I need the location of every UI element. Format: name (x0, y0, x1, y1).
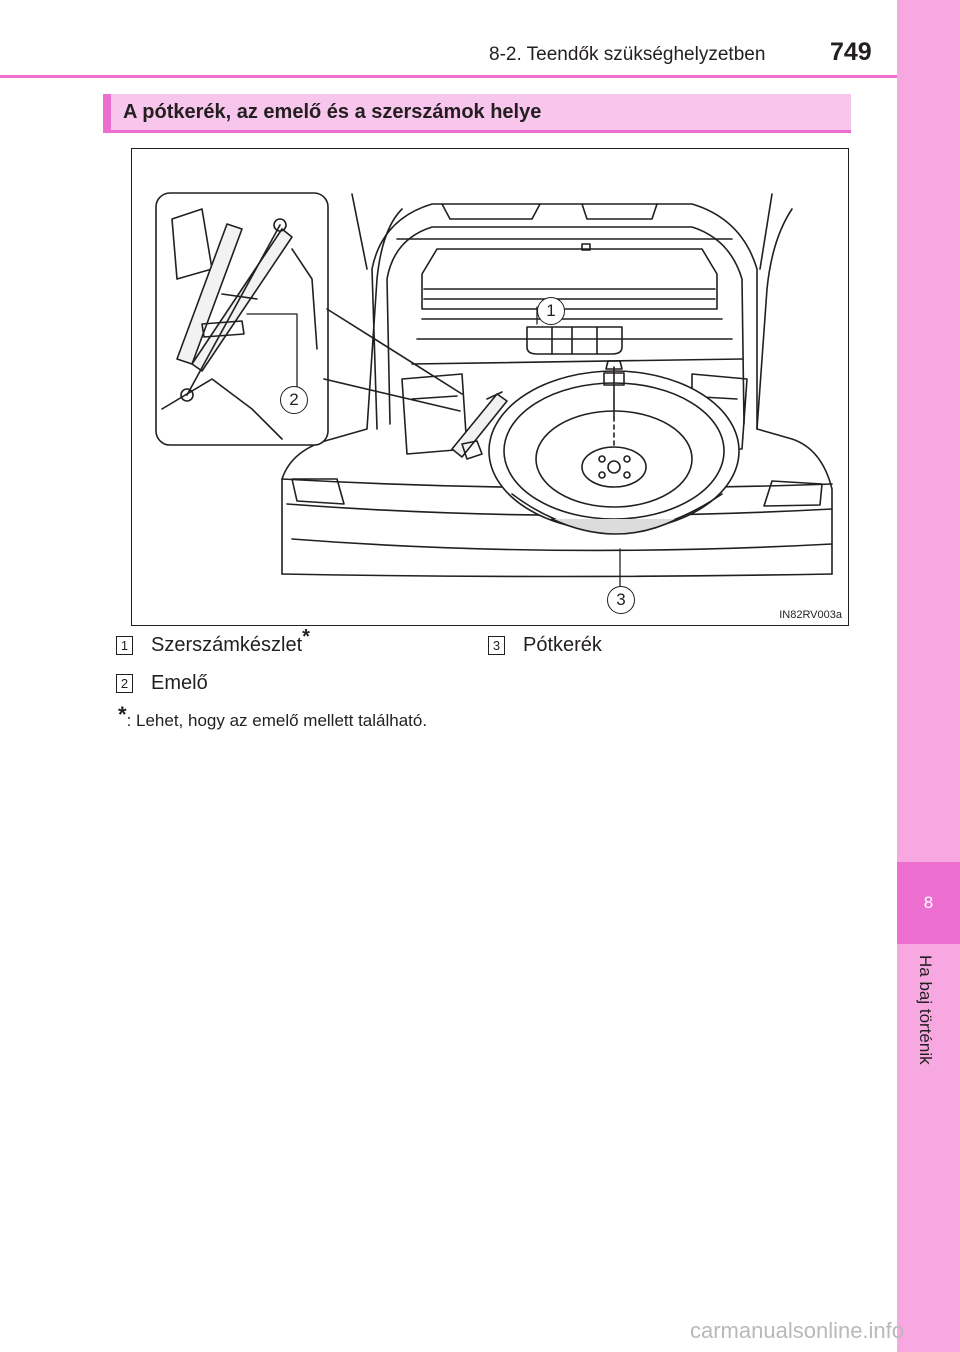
callout-1: 1 (537, 297, 565, 325)
legend-number-box: 3 (488, 636, 505, 655)
legend-item-1: 1 Szerszámkészlet * (116, 626, 310, 657)
figure-code: IN82RV003a (779, 609, 842, 621)
header-divider (0, 75, 897, 78)
section-accent (103, 94, 111, 130)
footnote: *: Lehet, hogy az emelő mellett találhat… (118, 702, 428, 732)
callout-3: 3 (607, 586, 635, 614)
legend-label-tool-kit: Szerszámkészlet (151, 634, 303, 656)
chapter-side-tab: 8 Ha baj történik (897, 0, 960, 1352)
footnote-marker: * (302, 626, 310, 648)
section-rule (103, 130, 851, 133)
section-title-bar: A pótkerék, az emelő és a szerszámok hel… (103, 94, 851, 133)
legend-label-spare-tire: Pótkerék (523, 634, 602, 656)
callout-1-label: 1 (546, 301, 556, 320)
trunk-drawing (155, 192, 833, 588)
watermark: carmanualsonline.info (690, 1318, 905, 1343)
breadcrumb: 8-2. Teendők szükséghelyzetben (489, 44, 766, 65)
legend-label-jack: Emelő (151, 672, 208, 694)
chapter-title: Ha baj történik (916, 955, 935, 1065)
legend-number-box: 1 (116, 636, 133, 655)
legend-number-box: 2 (116, 674, 133, 693)
page-number: 749 (830, 38, 872, 66)
trunk-illustration: 1 2 3 IN82RV003a (131, 148, 849, 626)
chapter-number: 8 (897, 862, 960, 944)
legend-item-3: 3 Pótkerék (488, 634, 602, 657)
callout-2: 2 (280, 386, 308, 414)
legend-item-2: 2 Emelő (116, 672, 208, 695)
footnote-star: * (118, 702, 127, 727)
footnote-text: : Lehet, hogy az emelő mellett található… (126, 711, 428, 730)
callout-3-label: 3 (616, 590, 626, 609)
section-title: A pótkerék, az emelő és a szerszámok hel… (123, 101, 542, 123)
callout-2-label: 2 (289, 390, 299, 409)
